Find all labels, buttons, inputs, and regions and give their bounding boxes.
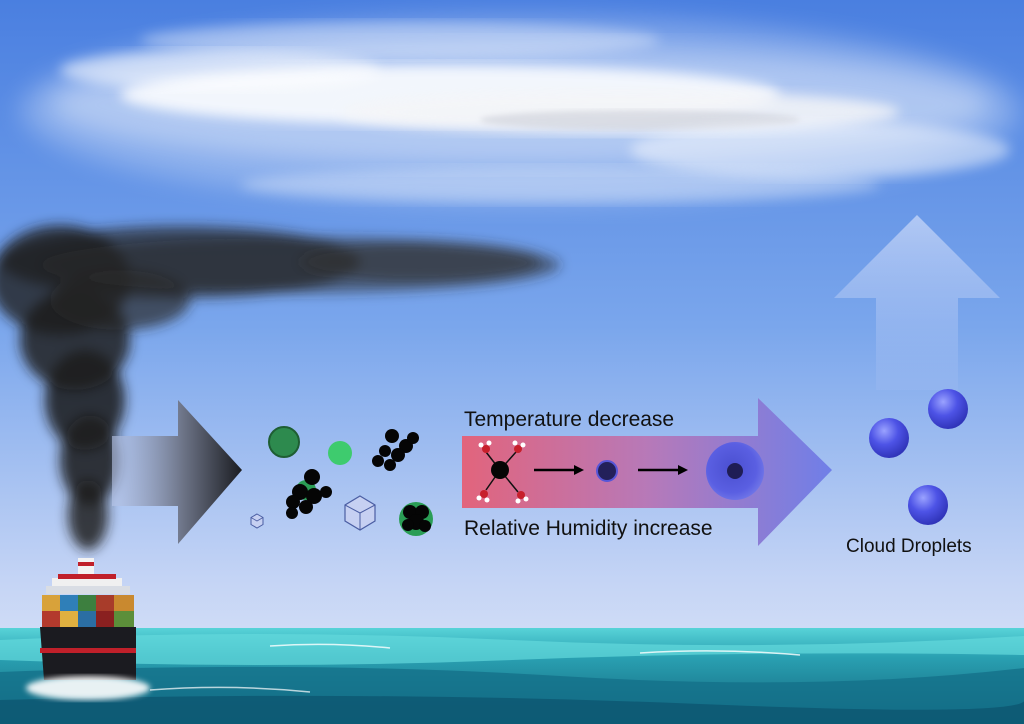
droplet-nucleus [727,463,743,479]
temperature-label: Temperature decrease [464,408,675,431]
droplet-icon [928,389,968,429]
emission-arrow-icon [112,400,242,544]
aerosol-particles [250,426,433,536]
sea-waves-icon [0,628,1024,724]
water-molecule-cluster [476,440,529,504]
water-molecule-icon [478,440,492,453]
cloud-droplets-label: Cloud Droplets [846,536,972,557]
green-aerosol-particle [328,441,352,465]
green-aerosol-particle [268,426,300,458]
transition-arrow-icon [638,465,688,475]
soot-aggregate [372,429,419,471]
water-molecule-icon [515,491,529,504]
process-arrow-icon [462,398,832,546]
coated-soot-particle [399,502,433,536]
smoke-plume-icon [0,225,560,550]
soot-aggregate [286,469,332,519]
ship-icon [26,558,150,700]
hexagon-crystal [344,495,376,531]
humidity-label: Relative Humidity increase [464,517,713,540]
water-molecule-icon [512,440,526,453]
up-arrow-icon [834,215,1000,390]
cloud-icon [20,15,1020,205]
droplet-icon [596,460,618,482]
hexagon-crystal [250,513,264,529]
droplet-icon [869,418,909,458]
water-molecule-icon [476,490,490,503]
transition-arrow-icon [534,465,584,475]
droplet-icon [908,485,948,525]
